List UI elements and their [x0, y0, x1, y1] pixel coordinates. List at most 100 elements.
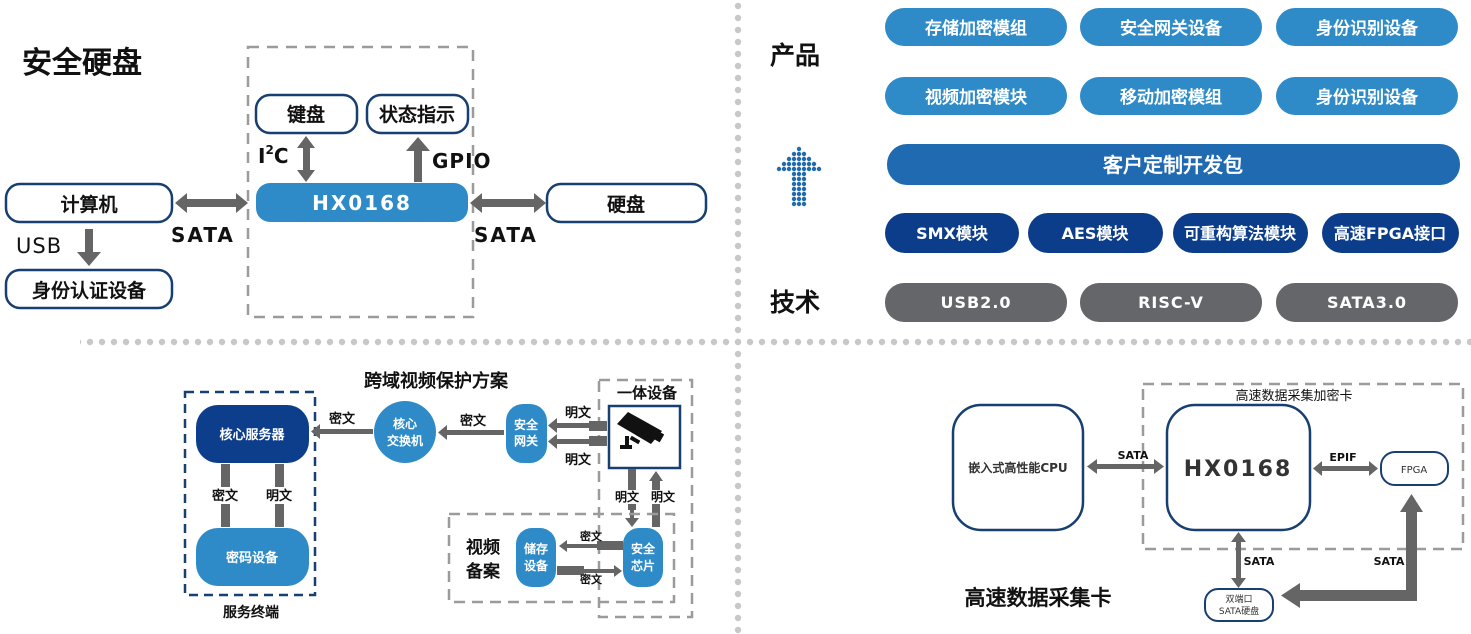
gpio-arrow	[406, 137, 430, 182]
auth-device-label: 身份认证设备	[32, 279, 147, 302]
computer-box	[4, 182, 174, 224]
tech-pill-2	[1080, 283, 1262, 322]
core-switch-label-1: 核心	[393, 416, 417, 431]
chip-storage-arrows	[557, 540, 623, 577]
service-terminal-label: 服务终端	[223, 604, 279, 621]
module-pill-2-label: AES模块	[1062, 224, 1130, 243]
tech-pill-1	[885, 283, 1067, 322]
gateway-to-switch-arrow	[438, 425, 504, 440]
fpga-label: FPGA	[1401, 465, 1428, 476]
usb-arrow	[77, 229, 101, 266]
mingwen-label-3: 明文	[565, 452, 592, 468]
miwen-label-3: 密文	[459, 413, 487, 429]
keyboard-label: 键盘	[286, 103, 325, 126]
miwen-label-1: 密文	[211, 488, 239, 504]
data-acquisition-section: 高速数据采集加密卡 嵌入式高性能CPU HX0168 FPGA SATA EPI…	[951, 382, 1465, 622]
dotted-dividers	[80, 0, 1471, 634]
sata-left-arrow	[175, 193, 248, 213]
mingwen-label-5: 明文	[651, 489, 676, 504]
miwen-bg-1	[207, 487, 243, 504]
chip-boundary	[246, 45, 475, 319]
mingwen-bg-5	[649, 490, 677, 504]
up-arrow-icon	[776, 146, 822, 207]
disk-label: 硬盘	[607, 193, 645, 216]
i2c-arrow	[297, 136, 315, 182]
product-pill-5-label: 移动加密模组	[1120, 87, 1222, 108]
storage-label-1: 储存	[524, 541, 548, 556]
secure-chip-node	[623, 528, 663, 587]
sdk-label: 客户定制开发包	[1102, 153, 1243, 177]
tech-pill-1-label: USB2.0	[940, 293, 1011, 312]
cpu-label: 嵌入式高性能CPU	[968, 460, 1067, 475]
module-pill-1	[885, 213, 1019, 253]
tech-pill-3	[1276, 283, 1458, 322]
module-pill-3	[1173, 213, 1308, 253]
sata-left-label: SATA	[171, 223, 235, 247]
cipher-device-label: 密码设备	[225, 550, 279, 566]
module-pill-2	[1028, 213, 1163, 253]
product-pill-6	[1276, 77, 1458, 115]
sata-right-arrow	[470, 193, 546, 213]
dual-port-disk-label-2: SATA硬盘	[1219, 605, 1259, 617]
hx0168-card-chip	[1165, 403, 1312, 532]
miwen-label-5: 密文	[580, 572, 603, 586]
epif-label: EPIF	[1329, 451, 1356, 464]
module-pill-1-label: SMX模块	[916, 224, 989, 243]
tech-pill-2-label: RISC-V	[1138, 293, 1204, 312]
secure-disk-section: 安全硬盘 键盘 状态指示 I2C GPIO HX0168 计算机 SATA	[4, 45, 708, 319]
mingwen-label-1: 明文	[266, 488, 293, 504]
section-title: 安全硬盘	[22, 46, 142, 81]
usb-label: USB	[16, 234, 62, 258]
i2c-label: I2C	[258, 143, 289, 168]
chip-disk-arrow	[1231, 532, 1246, 588]
secure-chip-label-2: 芯片	[631, 558, 655, 573]
module-pill-4	[1322, 213, 1459, 253]
sata-top-label: SATA	[1118, 449, 1149, 462]
integrated-device-label: 一体设备	[617, 384, 678, 402]
gateway-label-2: 网关	[514, 433, 538, 448]
mingwen-label-2: 明文	[565, 405, 592, 421]
fpga-box	[1380, 451, 1449, 486]
product-pill-5	[1080, 77, 1262, 115]
backup-label-2: 备案	[465, 561, 501, 582]
mingwen-label-4: 明文	[615, 489, 640, 504]
sata-right-label: SATA	[474, 223, 538, 247]
storage-label-2: 设备	[524, 558, 549, 573]
tech-label: 技术	[770, 288, 820, 317]
product-pill-3-label: 身份识别设备	[1316, 18, 1419, 39]
mingwen-bg-1	[261, 487, 297, 504]
card-label: 高速数据采集加密卡	[1235, 388, 1352, 404]
chip-fpga-arrow	[1313, 461, 1378, 476]
module-pill-4-label: 高速FPGA接口	[1334, 224, 1446, 243]
hx0168-card-label: HX0168	[1184, 457, 1293, 482]
camera-to-gateway-arrows	[548, 418, 607, 449]
product-pill-2	[1080, 8, 1262, 46]
card-label-bg	[1226, 386, 1366, 404]
vertical-divider	[734, 0, 746, 634]
product-pill-1-label: 存储加密模组	[925, 18, 1027, 39]
dual-port-disk-label-1: 双端口	[1225, 593, 1252, 605]
product-tech-section: 产品 技术 存储加密模组 安全网关设备 身份识别设备 视频加密模块 移动加密模	[770, 8, 1460, 322]
product-pill-1	[885, 8, 1067, 46]
core-switch-label-2: 交换机	[387, 433, 423, 448]
core-server-label: 核心服务器	[219, 427, 285, 443]
storage-node	[516, 528, 556, 587]
miwen-label-2: 密文	[328, 411, 356, 427]
computer-label: 计算机	[60, 193, 117, 216]
cipher-device-box	[196, 528, 309, 586]
sdk-pill	[887, 144, 1460, 185]
products-label: 产品	[770, 41, 820, 70]
cpu-box	[951, 403, 1085, 532]
backup-label-1: 视频	[466, 537, 500, 558]
product-pill-4-label: 视频加密模块	[925, 87, 1028, 108]
status-box	[365, 93, 470, 135]
product-pill-6-label: 身份识别设备	[1316, 87, 1419, 108]
miwen-label-4: 密文	[580, 529, 603, 543]
auth-device-box	[4, 268, 174, 310]
cpu-chip-arrow	[1087, 459, 1164, 474]
module-pill-3-label: 可重构算法模块	[1184, 224, 1297, 243]
core-server-box	[196, 405, 309, 463]
integrated-device-boundary	[597, 378, 694, 619]
sata-down-label: SATA	[1244, 555, 1275, 568]
